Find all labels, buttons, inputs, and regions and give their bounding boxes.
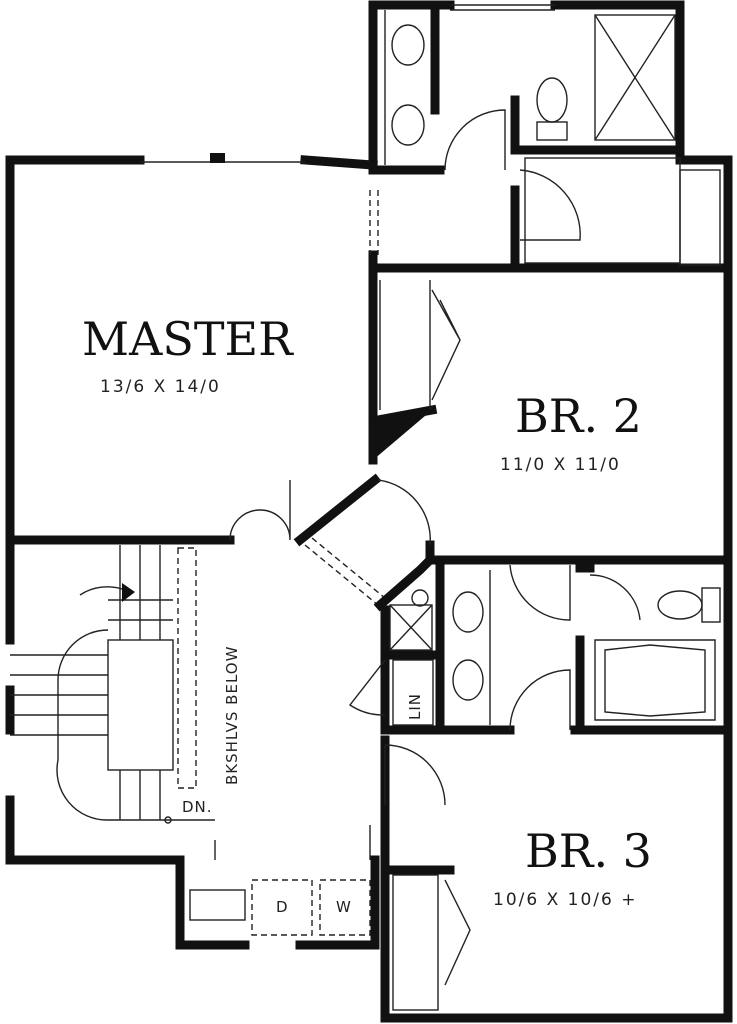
- room-name-master: MASTER: [82, 312, 294, 366]
- bathtub: [594, 639, 716, 721]
- dryer: [251, 879, 313, 936]
- room-size-br3: 10/6 X 10/6 +: [493, 890, 637, 910]
- door-swings: [229, 109, 641, 986]
- room-name-br2: BR. 2: [515, 389, 642, 443]
- room-size-master: 13/6 X 14/0: [100, 377, 221, 397]
- label-linen: LIN: [406, 693, 424, 720]
- sink: [391, 24, 425, 66]
- label-washer: W: [336, 898, 352, 916]
- toilet: [536, 77, 568, 123]
- label-stairs-down: DN.: [182, 798, 213, 816]
- closet: [392, 874, 439, 1011]
- closet: [524, 157, 681, 264]
- shower-small: [389, 604, 433, 651]
- stair-arrow-icon: [122, 583, 135, 602]
- toilet: [657, 590, 703, 620]
- room-size-br2: 11/0 X 11/0: [500, 455, 621, 475]
- walls: [5, 0, 733, 1023]
- label-dryer: D: [276, 898, 289, 916]
- bookshelves-outline: [177, 547, 197, 789]
- sink: [391, 104, 425, 146]
- sink: [452, 659, 484, 701]
- room-name-br3: BR. 3: [525, 824, 652, 878]
- shower: [594, 14, 676, 141]
- linen-closet: [392, 659, 434, 726]
- fixtures: [384, 10, 721, 1011]
- laundry: [189, 879, 371, 936]
- stairs: [10, 545, 215, 824]
- label-bookshelves: BKSHLVS BELOW: [223, 646, 241, 785]
- sink: [452, 591, 484, 633]
- washer: [319, 879, 371, 936]
